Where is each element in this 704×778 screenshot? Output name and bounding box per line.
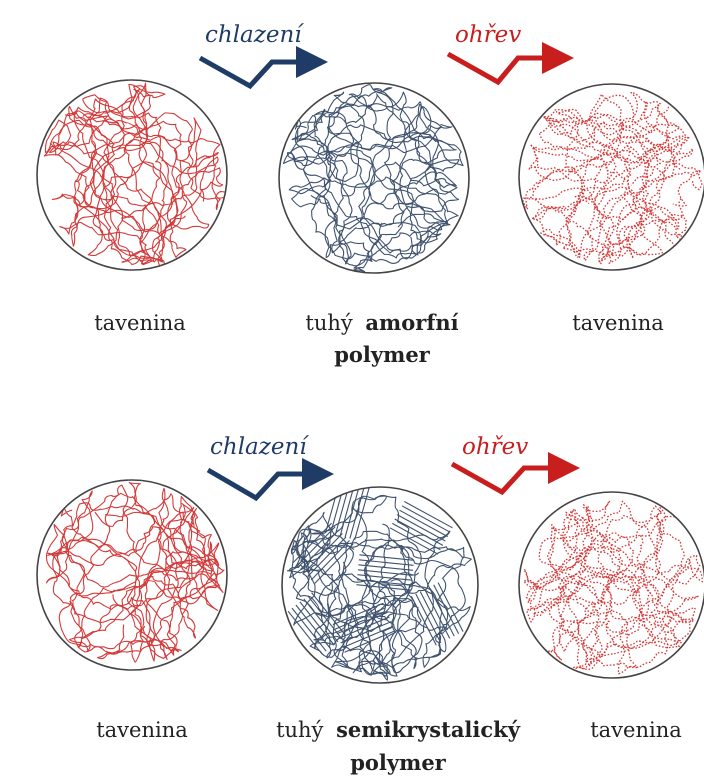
caption-prefix: tuhý xyxy=(305,311,352,335)
heating-arrow-line xyxy=(448,54,544,82)
row-1: chlazení ohřev tavenina tuhý amorfní pol… xyxy=(37,22,704,367)
caption-melt: tavenina xyxy=(572,311,664,335)
polymer-chain xyxy=(291,92,463,229)
melt-circle xyxy=(37,80,231,273)
cooling-arrow: chlazení xyxy=(200,22,328,86)
caption-bold: amorfní xyxy=(365,310,458,335)
cooling-label: chlazení xyxy=(210,434,309,460)
polymer-chain xyxy=(60,83,186,257)
heating-arrowhead-icon xyxy=(548,452,580,484)
cooling-label: chlazení xyxy=(205,22,304,48)
caption-melt: tavenina xyxy=(590,718,682,742)
polymer-chain xyxy=(548,516,695,674)
caption-amorphous-line2: polymer xyxy=(334,342,430,367)
heating-arrowhead-icon xyxy=(542,42,574,74)
polymer-chain xyxy=(288,512,465,668)
row-2: chlazení ohřev tavenina tuhý semikrystal… xyxy=(37,434,704,775)
heating-label: ohřev xyxy=(455,22,521,48)
cooling-arrow: chlazení xyxy=(208,434,334,498)
caption-melt: tavenina xyxy=(94,311,186,335)
semicrystalline-polymer-circle xyxy=(282,479,478,683)
caption-semicrystalline: tuhý semikrystalický xyxy=(276,717,521,742)
cooling-arrowhead-icon xyxy=(296,46,328,78)
caption-melt: tavenina xyxy=(96,718,188,742)
caption-amorphous: tuhý amorfní xyxy=(305,310,458,335)
cooling-arrow-line xyxy=(208,470,304,498)
crystalline-lamella xyxy=(395,519,443,545)
heating-arrow-line xyxy=(452,464,550,492)
caption-bold: semikrystalický xyxy=(336,717,521,742)
caption-semicrystalline-line2: polymer xyxy=(350,750,446,775)
heating-label: ohřev xyxy=(462,434,528,460)
caption-prefix: tuhý xyxy=(276,718,323,742)
melt-circle xyxy=(519,492,704,678)
polymer-chain xyxy=(529,93,701,259)
crystalline-lamella xyxy=(400,510,448,536)
crystalline-lamella xyxy=(404,502,452,528)
melt-circle xyxy=(519,84,704,270)
heating-arrow: ohřev xyxy=(448,22,574,82)
crystalline-lamella xyxy=(397,515,445,541)
amorphous-polymer-circle xyxy=(279,83,469,273)
melt-circle xyxy=(37,480,227,670)
cooling-arrowhead-icon xyxy=(302,458,334,490)
heating-arrow: ohřev xyxy=(452,434,580,492)
cooling-arrow-line xyxy=(200,58,298,86)
